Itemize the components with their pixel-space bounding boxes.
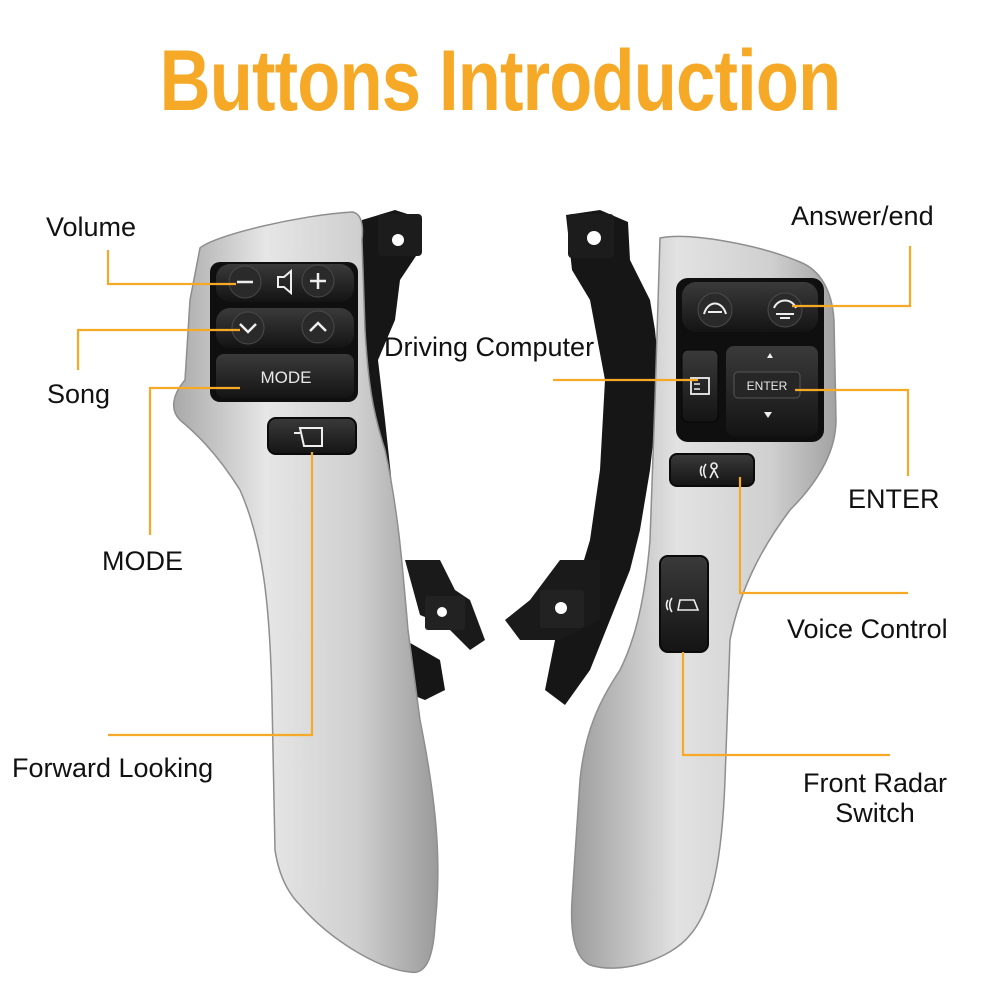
label-voice-control: Voice Control [787, 614, 948, 644]
label-enter: ENTER [848, 484, 940, 514]
song-down-button[interactable] [231, 311, 265, 345]
right-switch-unit: ENTER [505, 210, 837, 969]
callout-enter [795, 388, 910, 476]
answer-button[interactable] [697, 292, 733, 328]
mode-button-text: MODE [261, 368, 312, 387]
left-bracket-hole [392, 234, 404, 246]
driving-computer-button[interactable] [681, 349, 719, 423]
mode-button[interactable] [216, 354, 354, 398]
camera-view-icon [294, 427, 323, 447]
callout-front-radar [681, 652, 890, 757]
chevron-up-icon [309, 321, 327, 332]
label-mode: MODE [102, 546, 183, 576]
callout-lines [76, 246, 912, 757]
callout-volume [106, 250, 236, 286]
left-silver-panel [173, 211, 439, 974]
arrow-up-icon [767, 353, 773, 358]
label-front-radar-line2: Switch [835, 798, 915, 829]
voice-icon [699, 462, 719, 479]
phone-answer-icon [703, 302, 727, 315]
forward-looking-button[interactable] [267, 417, 357, 455]
callout-song [76, 328, 240, 370]
enter-button-text: ENTER [747, 379, 788, 393]
left-bracket-hole-bottom [437, 607, 447, 617]
label-front-radar-line1: Front Radar [802, 768, 948, 798]
label-volume: Volume [46, 212, 137, 242]
callout-voice-control [738, 477, 908, 595]
callout-forward-looking [108, 452, 314, 737]
right-bracket-hole-bottom [555, 602, 567, 614]
arrow-down-icon [764, 412, 772, 418]
radar-car-icon [665, 597, 700, 613]
right-bracket [545, 210, 660, 705]
display-icon [690, 377, 710, 395]
left-switch-unit: MODE [173, 210, 485, 974]
label-front-radar-switch: Front Radar Switch [790, 768, 960, 828]
enter-button[interactable] [733, 371, 801, 399]
volume-plus-icon [310, 273, 326, 289]
voice-control-button[interactable] [669, 453, 755, 487]
label-song: Song [47, 379, 111, 409]
label-forward-looking: Forward Looking [12, 753, 214, 783]
right-bracket-hole [587, 231, 601, 245]
page-title: Buttons Introduction [159, 33, 842, 129]
chevron-down-icon [239, 323, 257, 334]
speaker-mute-icon [277, 268, 292, 296]
callout-answer-end [792, 246, 912, 308]
song-up-button[interactable] [301, 310, 335, 344]
label-driving-computer: Driving Computer [384, 332, 595, 362]
end-button[interactable] [767, 292, 803, 328]
callout-mode [148, 386, 240, 535]
label-answer-end: Answer/end [791, 201, 934, 231]
